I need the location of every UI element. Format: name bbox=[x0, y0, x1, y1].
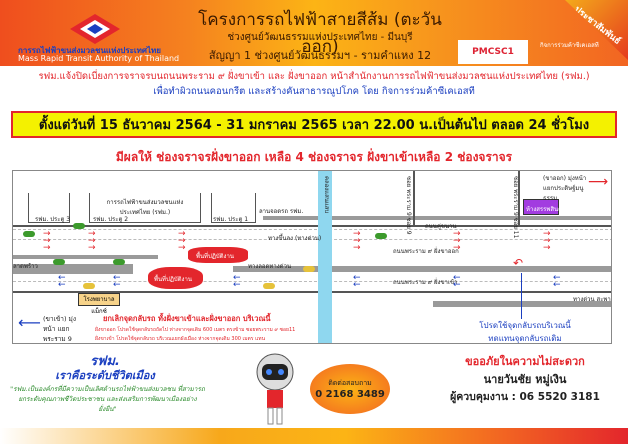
bottom-stripe bbox=[0, 428, 628, 444]
car-icon bbox=[263, 283, 275, 289]
work-area-1-label: พื้นที่ปฏิบัติงาน bbox=[154, 276, 192, 283]
joint-venture-label: กิจการร่วมค้าซีเคเอสที bbox=[540, 42, 599, 49]
car-icon bbox=[303, 266, 315, 272]
rama9-inbound-label: ถนนพระราม ๙ ฝั่งขาเข้า bbox=[393, 279, 458, 286]
apology-text: ขออภัยในความไม่สะดวก bbox=[465, 355, 585, 368]
parking-label: ลานจอดรถ รฟม. bbox=[259, 208, 304, 215]
mrta-logo-icon bbox=[70, 14, 120, 44]
new-uturn-text: โปรดใช้จุดกลับรถบริเวณนี้ ทดแทนจุดกลับรถ… bbox=[479, 321, 571, 343]
supervisor-name: นายวันชัย หมู่เงิน bbox=[483, 373, 567, 386]
pmcsc1-logo: PMCSC1 bbox=[458, 40, 528, 64]
hospital-label: โรงพยาบาลแม็กซ์ bbox=[78, 293, 120, 315]
mascot-icon bbox=[256, 353, 294, 425]
contact-label: ติดต่อสอบถาม bbox=[328, 379, 372, 387]
inbound-arrow-icon: ⟵ bbox=[18, 313, 41, 332]
traffic-diagram: การรถไฟฟ้าขนส่งมวลชนแห่งประเทศไทย (รฟม.)… bbox=[12, 170, 612, 344]
car-icon bbox=[53, 259, 65, 265]
header-banner: การรถไฟฟ้าขนส่งมวลชนแห่งประเทศไทย Mass R… bbox=[0, 0, 628, 66]
footer-brand: รฟม. bbox=[90, 354, 120, 369]
landmark-label: ห้างสรรพสินค้า bbox=[526, 206, 566, 213]
car-icon bbox=[73, 223, 85, 229]
mrta-building bbox=[89, 193, 201, 223]
gate2-label: รฟม. ประตู 2 bbox=[93, 216, 129, 223]
outbound-direction: (ขาออก) มุ่งหน้า แยกประดิษฐ์มนูธรรม bbox=[543, 175, 587, 202]
project-title: โครงการรถไฟฟ้าสายสีส้ม (ตะวันออก) bbox=[198, 10, 442, 57]
work-area-2-label: พื้นที่ปฏิบัติงาน bbox=[196, 253, 234, 260]
inbound-direction: (ขาเข้า) มุ่งหน้า แยกพระราม 9 bbox=[43, 315, 77, 343]
contact-bubble: ติดต่อสอบถาม 0 2168 3489 bbox=[310, 364, 390, 414]
footer-quote: "รฟม.เป็นองค์กรที่มีความเป็นเลิศด้านรถไฟ… bbox=[10, 385, 205, 413]
uturn-outbound-text: ฝั่งขาออก โปรดใช้จุดกลับรถถัดไป ห่างจากจ… bbox=[95, 327, 296, 333]
pr-ribbon: ประชาสัมพันธ์ bbox=[565, 0, 628, 60]
contract-label: สัญญา 1 ช่วงศูนย์วัฒนธรรมฯ - รามคำแหง 12 bbox=[208, 49, 432, 62]
gate1-block bbox=[211, 193, 256, 223]
org-name-en: Mass Rapid Transit Authority of Thailand bbox=[18, 54, 180, 63]
notice-line-2: เพื่อทำผิวถนนคอนกรีต และสร้างคันสาธารณูป… bbox=[153, 86, 475, 97]
landmark-box: ห้างสรรพสินค้า bbox=[523, 199, 565, 215]
uturn-inbound-text: ฝั่งขาเข้า โปรดใช้จุดกลับรถ บริเวณแยกผัง… bbox=[95, 336, 266, 342]
canal-label: คลองแสนแสบ bbox=[323, 176, 330, 214]
project-subtitle: ช่วงศูนย์วัฒนธรรมแห่งประเทศไทย - มีนบุรี bbox=[227, 32, 413, 43]
work-area-1: พื้นที่ปฏิบัติงาน bbox=[148, 267, 203, 289]
rama9-outbound-label: ถนนพระราม ๙ ฝั่งขาออก bbox=[393, 248, 459, 255]
soi11-label: ซอย พระราม 9 ซอย 11 bbox=[512, 176, 519, 239]
car-icon bbox=[83, 283, 95, 289]
soi9-label: ซอย พระราม 9 ซอย 9 bbox=[405, 176, 412, 235]
contact-phone[interactable]: 0 2168 3489 bbox=[315, 389, 385, 400]
lane-effect-text: มีผลให้ ช่องจราจรฝั่งขาออก เหลือ 4 ช่องจ… bbox=[115, 150, 513, 164]
supervisor-phone: ผู้ควบคุมงาน : 06 5520 3181 bbox=[450, 391, 600, 403]
frontage-label: ทางขึ้นลง (ทางด่วน) bbox=[268, 235, 322, 242]
frontage-road-label: ถนนคู่ขนาน bbox=[425, 223, 457, 230]
canal bbox=[318, 171, 332, 343]
date-banner: ตั้งแต่วันที่ 15 ธันวาคม 2564 - 31 มกราค… bbox=[11, 111, 617, 138]
car-icon bbox=[375, 233, 387, 239]
gate3-block bbox=[28, 193, 70, 223]
work-area-2: พื้นที่ปฏิบัติงาน bbox=[188, 247, 248, 263]
footer-slogan: เราคือระดับชีวิตเมือง bbox=[55, 369, 155, 382]
left-road-label: ลาดพร้าว bbox=[13, 263, 38, 270]
new-uturn-icon: ↶ bbox=[513, 256, 524, 270]
tollway-label: ทางด่วน สะพาน bbox=[573, 296, 612, 303]
mrta-building-label: การรถไฟฟ้าขนส่งมวลชนแห่งประเทศไทย (รฟม.) bbox=[106, 199, 184, 216]
uturn-cancel-text: ยกเลิกจุดกลับรถ ทั้งฝั่งขาเข้าและฝั่งขาอ… bbox=[103, 314, 271, 323]
outbound-arrow-icon: ⟶ bbox=[588, 174, 609, 190]
org-name-th: การรถไฟฟ้าขนส่งมวลชนแห่งประเทศไทย bbox=[18, 46, 161, 55]
car-icon bbox=[113, 259, 125, 265]
gate1-label: รฟม. ประตู 1 bbox=[213, 216, 249, 223]
underpass-label: ทางลอดทางด่วน bbox=[248, 263, 292, 270]
notice-line-1: รฟม.แจ้งปิดเบี่ยงการจราจรบนถนนพระราม ๙ ฝ… bbox=[38, 71, 590, 82]
gate3-label: รฟม. ประตู 3 bbox=[35, 216, 71, 223]
car-icon bbox=[23, 231, 35, 237]
